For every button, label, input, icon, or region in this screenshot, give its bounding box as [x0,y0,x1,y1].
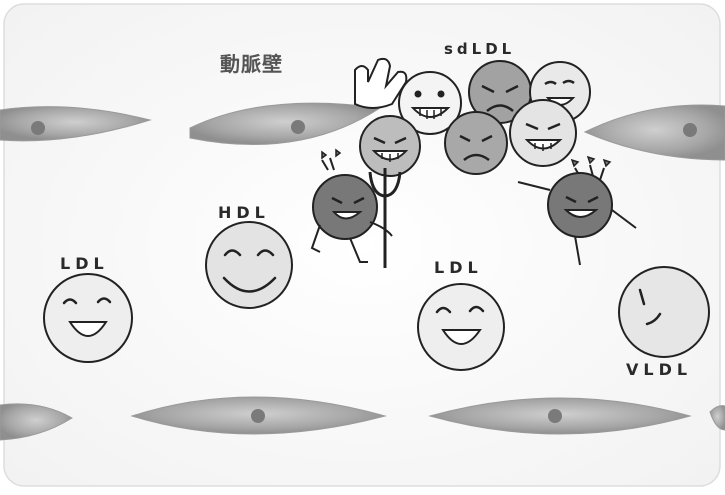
ldl-left-label: LDL [60,254,109,273]
cell-nucleus [683,123,697,137]
hdl-label: HDL [218,203,270,222]
cell-nucleus [291,120,305,134]
sdldl-label: sdLDL [444,40,516,58]
artery-wall-title: 動脈壁 [220,52,283,76]
grinning-sdldl-face-icon [359,115,421,177]
devil-sdldl-icon [310,148,393,263]
ldl-right-label: LDL [434,258,483,277]
devil-sdldl-icon [517,155,637,266]
smiling-hdl-face-icon [205,221,293,309]
vldl-face-icon [618,266,710,358]
grinning-sdldl-face-icon [398,71,462,135]
smiling-ldl-face-icon [417,283,505,371]
raised-hand [354,57,408,109]
trident-icon [368,168,402,268]
sdldl-cluster [354,57,591,177]
angry-sdldl-face-icon [444,111,508,175]
artery-wall-bottom-row [0,396,725,441]
grinning-sdldl-face-icon [509,99,577,167]
cell-nucleus [31,121,45,135]
wall-cell [0,403,73,441]
wall-cell [583,104,725,161]
artery-wall-top-row [0,102,725,161]
cell-nucleus [251,409,265,423]
vldl-label: VLDL [626,360,693,379]
wall-cell [709,405,725,431]
cell-nucleus [548,409,562,423]
smiling-ldl-face-icon [43,273,133,363]
